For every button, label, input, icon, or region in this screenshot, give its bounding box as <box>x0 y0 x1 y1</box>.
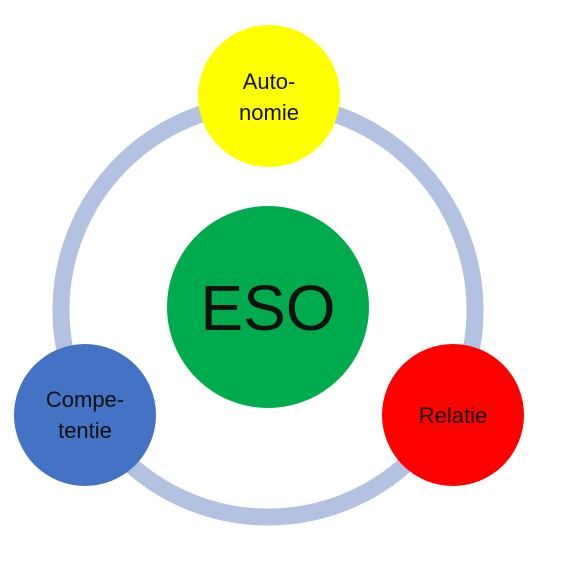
autonomie-label-line1: Auto- <box>243 69 296 94</box>
center-circle <box>167 206 369 408</box>
autonomie-node <box>198 25 340 167</box>
autonomie-label-line2: nomie <box>239 100 299 125</box>
center-label: ESO <box>200 272 335 344</box>
relatie-label: Relatie <box>419 403 487 428</box>
relatie-node <box>382 344 524 486</box>
competentie-label-line2: tentie <box>58 418 112 443</box>
competentie-label-line1: Compe- <box>46 387 124 412</box>
competentie-node <box>14 344 156 486</box>
